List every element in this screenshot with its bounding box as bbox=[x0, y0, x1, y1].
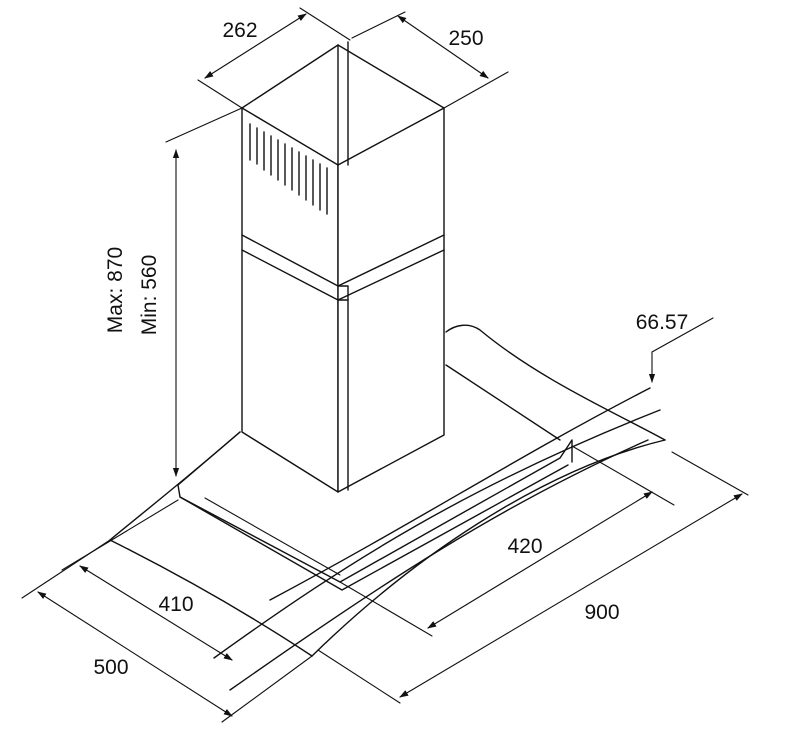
chimney-right-face bbox=[337, 107, 445, 493]
ext-250-b bbox=[443, 71, 509, 109]
dim-410-line bbox=[79, 565, 233, 661]
label-900: 900 bbox=[584, 601, 619, 624]
ext-250-a bbox=[351, 11, 406, 39]
dim-66-57-leader bbox=[648, 317, 714, 383]
dim-262-line bbox=[204, 13, 307, 79]
body-right-top-edge bbox=[445, 364, 561, 441]
ext-500-b bbox=[221, 655, 313, 723]
dim-250-line bbox=[397, 15, 489, 79]
label-66-57: 66.57 bbox=[636, 311, 689, 334]
label-height-min: Min: 560 bbox=[138, 255, 161, 336]
label-500: 500 bbox=[93, 656, 128, 679]
label-420: 420 bbox=[507, 535, 542, 558]
dimension-lines bbox=[21, 7, 749, 723]
ext-420-b bbox=[571, 445, 675, 506]
chimney-top-edges bbox=[241, 44, 445, 109]
label-410: 410 bbox=[158, 593, 193, 616]
chimney-left-face bbox=[241, 107, 339, 493]
glass-front-left-edge bbox=[109, 539, 313, 657]
ext-height-top bbox=[165, 107, 243, 143]
ext-262-b bbox=[299, 7, 351, 41]
vent-slots bbox=[249, 123, 328, 215]
ext-500-a bbox=[21, 539, 111, 599]
chimney bbox=[241, 41, 445, 493]
chimney-joint-corner bbox=[337, 285, 349, 301]
ext-410-a bbox=[61, 499, 179, 571]
glass-back-right-edge bbox=[445, 324, 666, 441]
body-front-crease bbox=[204, 497, 341, 576]
dim-900-line bbox=[399, 493, 743, 698]
ext-262-a bbox=[197, 79, 243, 109]
ext-900-b bbox=[671, 451, 749, 496]
glass-thickness-line-b bbox=[229, 439, 649, 691]
dim-500-line bbox=[37, 591, 233, 717]
label-height-max: Max: 870 bbox=[104, 247, 127, 333]
label-250: 250 bbox=[448, 27, 483, 50]
ext-900-a bbox=[317, 649, 401, 704]
dimension-labels: 262 250 Max: 870 Min: 560 66.57 420 410 … bbox=[93, 19, 688, 679]
label-262: 262 bbox=[222, 19, 257, 42]
